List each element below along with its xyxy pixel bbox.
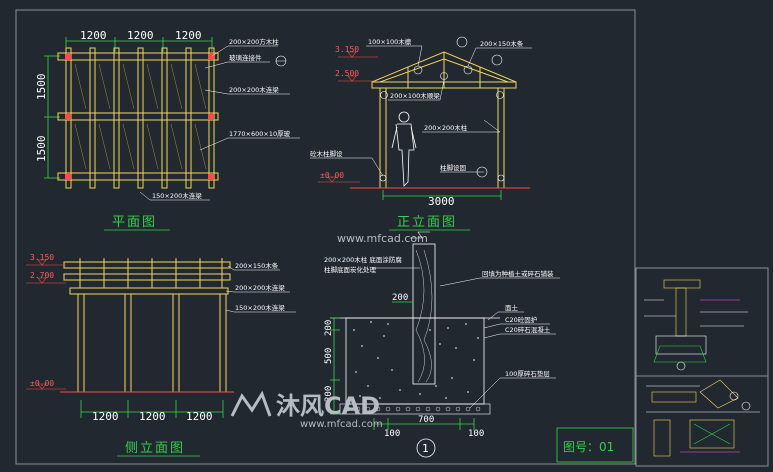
footing-detail: 200 500 200 200 100 700 100 200×200木柱 底面… xyxy=(324,231,560,458)
front-note-beam: 200×100木顺梁 xyxy=(390,91,440,100)
plan-note-glass-connector: 玻璃连接件 xyxy=(229,53,262,62)
title-block-label: 图号：01 xyxy=(563,440,614,454)
sheet-frame xyxy=(15,9,636,465)
detail-dim-bottom-2: 700 xyxy=(418,415,434,425)
detail-dim-bottom-3: 100 xyxy=(468,429,484,439)
side-note-bottom-beam: 150×200木连梁 xyxy=(235,303,285,312)
side-detail-thumbnails xyxy=(644,279,760,457)
side-sheet-frame xyxy=(635,267,769,467)
watermark: www.mfcad.com 沐风CAD www.mfcad.com xyxy=(230,232,428,430)
detail-dim-left-3: 200 xyxy=(324,386,334,402)
detail-dim-left-1: 200 xyxy=(324,320,334,336)
detail-callout-circle xyxy=(416,438,436,458)
watermark-url-bottom: www.mfcad.com xyxy=(300,419,383,430)
front-elevation: 3.150 2.500 ±0.00 3000 100×100木檩 200×150… xyxy=(310,36,532,231)
detail-note-c20-gravel: C20碎石混凝土 xyxy=(505,325,551,334)
plan-title: 平面图 xyxy=(112,215,157,230)
plan-dim-top-3: 1200 xyxy=(175,29,202,42)
side-note-tie-beam: 200×200木连梁 xyxy=(235,283,285,292)
side-dim-bottom-1: 1200 xyxy=(92,410,119,423)
front-note-strip: 200×150木条 xyxy=(480,39,524,48)
front-note-base: 柱脚设固 xyxy=(440,163,466,172)
front-title: 正立面图 xyxy=(397,215,457,230)
detail-callout-label: 1 xyxy=(422,442,429,455)
plan-note-glass: 1770×600×10厚玻 xyxy=(229,129,291,138)
plan-note-column: 200×200方木柱 xyxy=(229,37,279,46)
watermark-url-top: www.mfcad.com xyxy=(337,232,428,245)
front-note-column: 200×200木柱 xyxy=(424,123,468,132)
front-level-ridge: 3.150 xyxy=(335,45,359,54)
side-note-strip: 200×150木条 xyxy=(235,261,279,270)
side-dim-bottom-3: 1200 xyxy=(186,410,213,423)
front-note-purlin: 100×100木檩 xyxy=(368,37,412,46)
detail-note-gravel-bed: 100厚碎石垫层 xyxy=(505,369,550,378)
detail-note-c20-guard: C20砼固护 xyxy=(505,315,537,324)
front-dim-width: 3000 xyxy=(428,195,455,208)
front-level-ground: ±0.00 xyxy=(320,171,344,180)
title-block xyxy=(556,427,634,463)
plan-note-tie-beam: 200×200木连梁 xyxy=(229,85,279,94)
plan-dim-left-2: 1500 xyxy=(35,136,48,163)
detail-note-post: 200×200木柱 底面涂防腐 xyxy=(324,255,402,264)
detail-dim-left-2: 500 xyxy=(324,348,334,364)
plan-note-bottom-beam: 150×200木连梁 xyxy=(152,191,202,200)
side-title: 侧立面图 xyxy=(125,441,185,456)
watermark-logo-icon xyxy=(230,390,272,417)
plan-dim-top-2: 1200 xyxy=(127,29,154,42)
front-note-footing: 砼木柱脚设 xyxy=(310,149,343,158)
side-level-beam: 2.700 xyxy=(30,271,54,280)
side-dim-bottom-2: 1200 xyxy=(139,410,166,423)
detail-note-backfill: 回填为种植土或碎石铺装 xyxy=(482,269,554,278)
detail-note-post-treatment: 柱脚底面炭化处理 xyxy=(324,265,377,274)
detail-note-topsoil: 面土 xyxy=(505,303,519,312)
detail-dim-bottom-1: 100 xyxy=(384,429,400,439)
human-scale-figure xyxy=(391,111,417,187)
side-elevation: 3.150 2.700 ±0.00 200×150木条 200×200木连梁 1… xyxy=(26,253,296,457)
side-level-top: 3.150 xyxy=(30,253,54,262)
watermark-brand: 沐风CAD xyxy=(276,392,380,420)
detail-dim-top: 200 xyxy=(392,293,408,303)
plan-view: 1200 1200 1200 1500 1500 xyxy=(35,29,300,231)
plan-dim-top-1: 1200 xyxy=(80,29,107,42)
plan-dim-left-1: 1500 xyxy=(35,74,48,101)
front-level-eave: 2.500 xyxy=(335,69,359,78)
side-level-ground: ±0.00 xyxy=(30,379,54,388)
